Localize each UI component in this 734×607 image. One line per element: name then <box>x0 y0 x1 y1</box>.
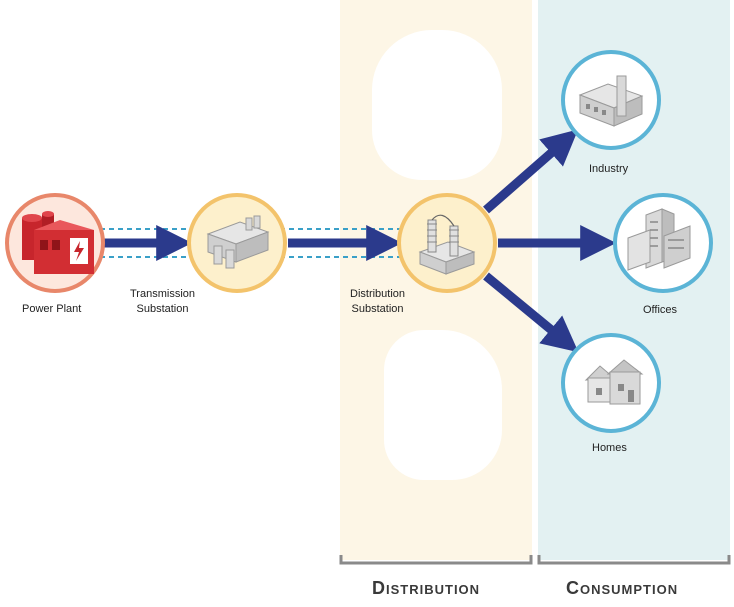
industry-label: Industry <box>589 163 629 175</box>
distribution-bracket <box>339 555 533 565</box>
section-brackets <box>339 555 731 565</box>
distribution-label-line2: Substation <box>351 303 404 315</box>
arrow-to-industry <box>483 129 579 214</box>
distribution-substation-label: Distribution Substation <box>350 287 405 317</box>
offices-label: Offices <box>643 304 678 316</box>
transmission-substation-label: Transmission Substation <box>130 287 195 317</box>
power-plant-icon <box>5 193 105 293</box>
power-plant-label: Power Plant <box>22 303 82 315</box>
distribution-blob-bottom <box>384 330 502 480</box>
transmission-lines <box>100 228 400 258</box>
homes-label: Homes <box>592 442 627 454</box>
transmission-label-line2: Substation <box>136 303 189 315</box>
flow-arrows <box>104 129 617 353</box>
industry-icon <box>561 50 661 150</box>
distribution-blob-top <box>372 30 502 180</box>
consumption-bracket <box>537 555 731 565</box>
distribution-substation-icon <box>397 193 497 293</box>
arrow-to-homes <box>483 272 579 353</box>
offices-icon <box>613 193 713 293</box>
consumption-section-title: Consumption <box>566 578 679 598</box>
homes-icon <box>561 333 661 433</box>
transmission-substation-icon <box>187 193 287 293</box>
transmission-label-line1: Transmission <box>130 288 195 300</box>
distribution-label-line1: Distribution <box>350 288 406 300</box>
distribution-section-title: Distribution <box>372 578 481 598</box>
